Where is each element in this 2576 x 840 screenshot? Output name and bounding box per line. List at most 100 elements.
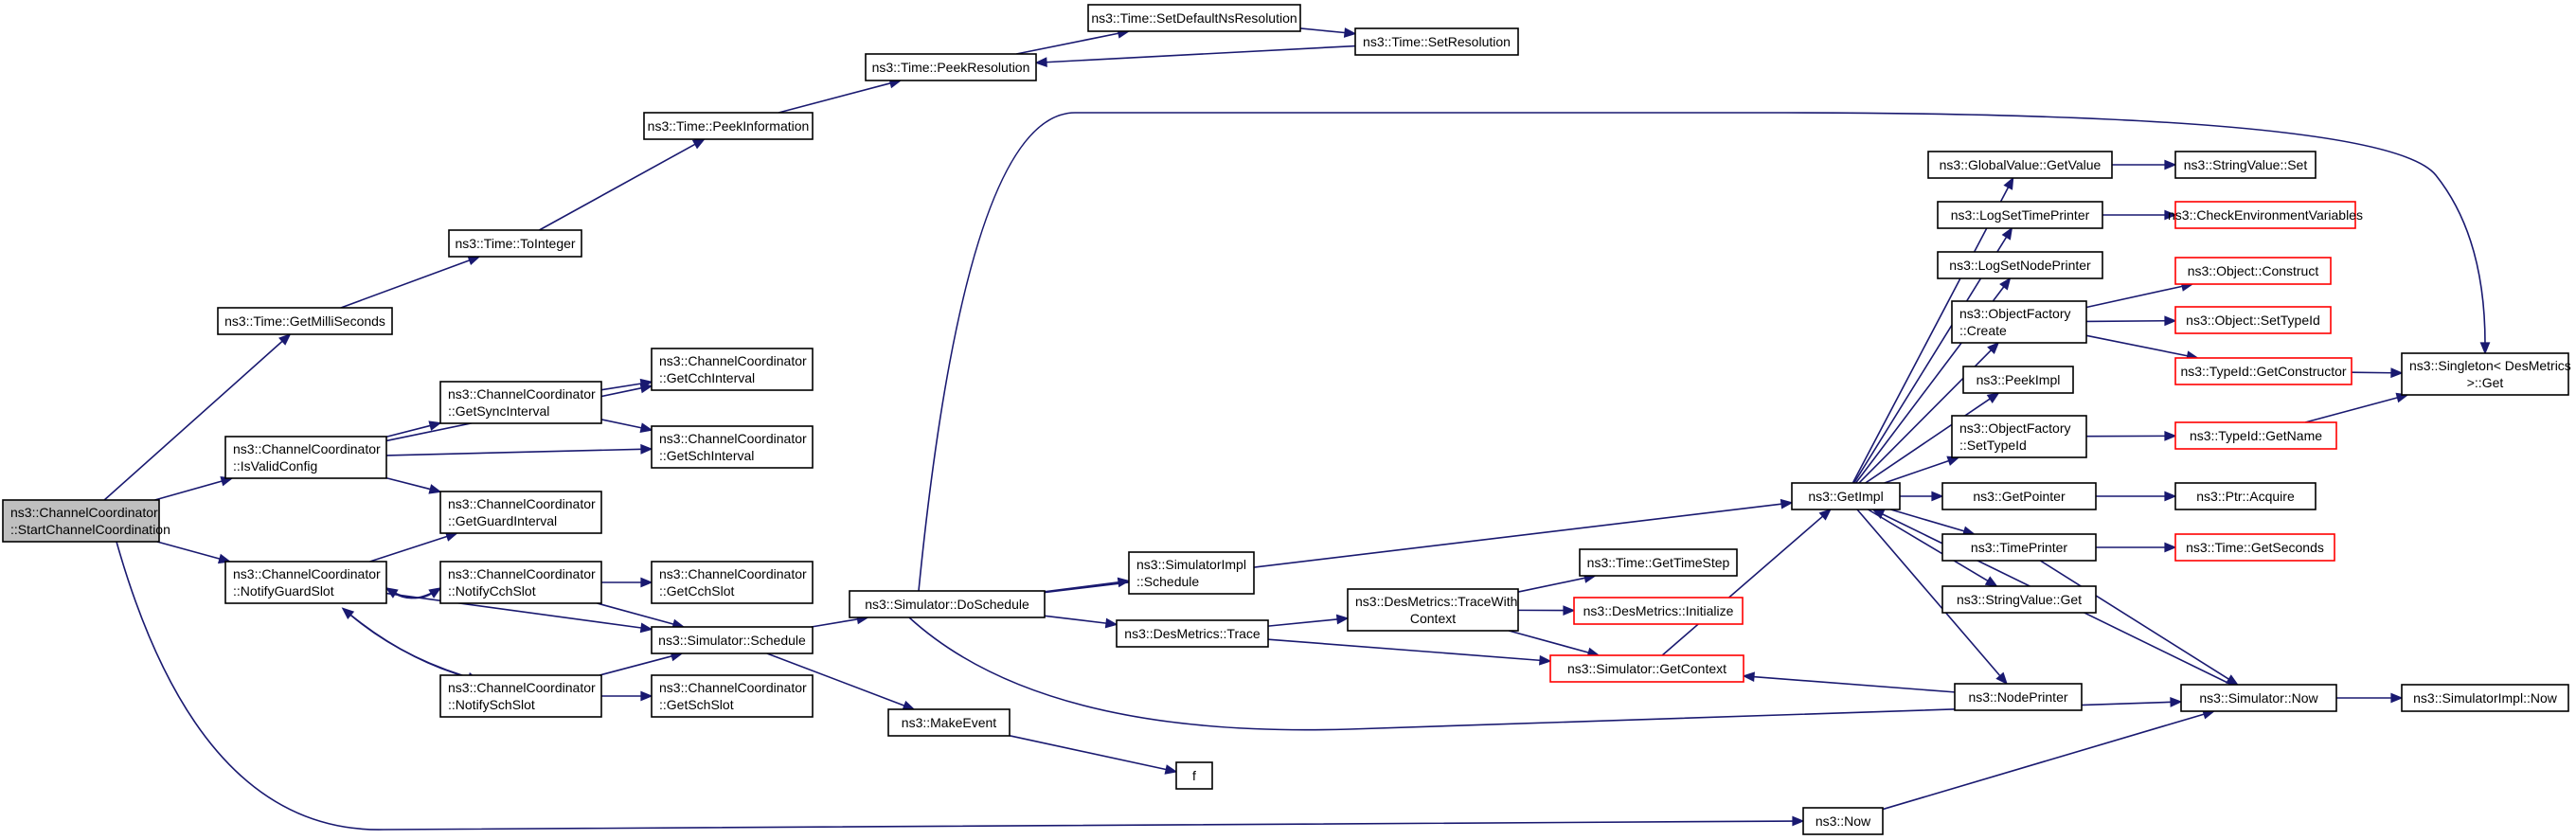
edge-line	[342, 607, 471, 679]
node-f[interactable]: f	[1175, 761, 1213, 790]
edge-line	[1890, 509, 1966, 532]
node-objsettid[interactable]: ns3::Object::SetTypeId	[2174, 306, 2332, 334]
edge-notguard-to-getguard	[369, 531, 459, 563]
arrowhead	[1984, 576, 1998, 587]
node-getschi[interactable]: ns3::ChannelCoordinator::GetSchInterval	[651, 425, 814, 469]
node-label: ns3::Simulator::GetContext	[1567, 661, 1726, 676]
edge-line	[1299, 27, 1347, 34]
node-label: ::NotifySchSlot	[448, 697, 535, 712]
arrowhead	[1117, 577, 1131, 588]
node-ptracq[interactable]: ns3::Ptr::Acquire	[2174, 482, 2317, 510]
node-label: ns3::Object::Construct	[2188, 263, 2319, 278]
arrowhead	[1343, 27, 1357, 38]
node-getguard[interactable]: ns3::ChannelCoordinator::GetGuardInterva…	[439, 491, 602, 534]
node-lognode[interactable]: ns3::LogSetNodePrinter	[1937, 251, 2103, 279]
edge-line	[1009, 735, 1168, 771]
edge-isvalid-to-getschi	[385, 443, 653, 456]
node-gvget[interactable]: ns3::GlobalValue::GetValue	[1927, 151, 2113, 179]
node-label: ns3::Time::SetDefaultNsResolution	[1091, 10, 1297, 26]
edge-line	[385, 424, 432, 438]
edge-line	[1865, 397, 1992, 484]
node-box	[849, 590, 1046, 618]
node-makeevent[interactable]: ns3::MakeEvent	[887, 708, 1011, 737]
arrowhead	[2001, 226, 2013, 241]
node-label: ns3::MakeEvent	[902, 715, 996, 730]
node-destrace[interactable]: ns3::DesMetrics::Trace	[1116, 619, 1269, 648]
node-svget[interactable]: ns3::StringValue::Get	[1941, 585, 2097, 614]
edge-getimpl-to-timeprinter	[1890, 509, 1977, 536]
node-toint[interactable]: ns3::Time::ToInteger	[448, 229, 582, 258]
node-label: ns3::Ptr::Acquire	[2196, 489, 2295, 504]
edge-peekinfo-to-peekres	[778, 78, 903, 114]
node-box	[1951, 300, 2087, 344]
node-svset[interactable]: ns3::StringValue::Set	[2174, 151, 2317, 179]
node-label: ns3::PeekImpl	[1977, 372, 2061, 387]
node-gettimestep[interactable]: ns3::Time::GetTimeStep	[1579, 548, 1738, 577]
edge-tidcons-to-singleton	[2351, 367, 2404, 379]
node-implnow[interactable]: ns3::SimulatorImpl::Now	[2401, 684, 2569, 712]
node-objcons[interactable]: ns3::Object::Construct	[2174, 257, 2332, 285]
edge-line	[349, 614, 479, 682]
arrowhead	[639, 422, 653, 433]
node-dosched[interactable]: ns3::Simulator::DoSchedule	[849, 590, 1046, 618]
node-peekres[interactable]: ns3::Time::PeekResolution	[865, 53, 1037, 81]
node-label: ns3::ChannelCoordinator	[10, 505, 158, 520]
node-getptr[interactable]: ns3::GetPointer	[1941, 482, 2097, 510]
edge-line	[597, 602, 675, 626]
arrowhead	[1164, 764, 1178, 775]
node-singleton[interactable]: ns3::Singleton< DesMetrics>::Get	[2401, 352, 2571, 396]
node-label: ns3::Time::ToInteger	[455, 236, 575, 251]
node-peekinfo[interactable]: ns3::Time::PeekInformation	[643, 112, 814, 140]
arrowhead	[2390, 367, 2404, 379]
node-label: ::GetCchSlot	[659, 583, 734, 599]
node-notsch[interactable]: ns3::ChannelCoordinator::NotifySchSlot	[439, 674, 602, 718]
arrowhead	[1818, 508, 1832, 521]
node-simsched[interactable]: ns3::Simulator::Schedule	[651, 626, 814, 654]
edge-line	[811, 617, 859, 628]
node-checkenv[interactable]: ns3::CheckEnvironmentVariables	[2168, 201, 2363, 229]
edge-line	[103, 340, 284, 501]
node-setres[interactable]: ns3::Time::SetResolution	[1354, 27, 1519, 56]
node-isvalid[interactable]: ns3::ChannelCoordinator::IsValidConfig	[224, 436, 387, 479]
node-box	[1941, 533, 2097, 562]
node-label: ns3::Time::GetMilliSeconds	[224, 313, 385, 329]
edge-dosched-to-destrace	[1044, 615, 1118, 629]
node-desinit[interactable]: ns3::DesMetrics::Initialize	[1573, 597, 1744, 625]
node-tidname[interactable]: ns3::TypeId::GetName	[2174, 421, 2337, 450]
node-box	[1941, 482, 2097, 510]
node-ofcreate[interactable]: ns3::ObjectFactory::Create	[1951, 300, 2087, 344]
node-box	[2180, 684, 2337, 712]
node-peekimpl[interactable]: ns3::PeekImpl	[1962, 366, 2074, 394]
node-box	[1802, 807, 1884, 835]
node-box	[2401, 684, 2569, 712]
node-getms[interactable]: ns3::Time::GetMilliSeconds	[217, 307, 393, 335]
node-timeprinter[interactable]: ns3::TimePrinter	[1941, 533, 2097, 562]
node-getschs[interactable]: ns3::ChannelCoordinator::GetSchSlot	[651, 674, 814, 718]
node-nodeprinter[interactable]: ns3::NodePrinter	[1954, 683, 2083, 711]
edge-line	[1044, 615, 1108, 625]
node-setdef[interactable]: ns3::Time::SetDefaultNsResolution	[1087, 4, 1301, 32]
node-getcchi[interactable]: ns3::ChannelCoordinator::GetCchInterval	[651, 348, 814, 391]
node-getimpl[interactable]: ns3::GetImpl	[1791, 482, 1901, 510]
node-notguard[interactable]: ns3::ChannelCoordinator::NotifyGuardSlot	[224, 561, 387, 604]
node-tidcons[interactable]: ns3::TypeId::GetConstructor	[2174, 357, 2352, 385]
node-getsec[interactable]: ns3::Time::GetSeconds	[2174, 533, 2335, 562]
node-label: ns3::ChannelCoordinator	[659, 431, 807, 446]
node-box	[887, 708, 1011, 737]
node-label: ns3::Now	[1816, 813, 1871, 829]
node-getcchs[interactable]: ns3::ChannelCoordinator::GetCchSlot	[651, 561, 814, 604]
node-label: ns3::TimePrinter	[1971, 540, 2068, 555]
node-getctx[interactable]: ns3::Simulator::GetContext	[1549, 654, 1744, 683]
node-implsched[interactable]: ns3::SimulatorImpl::Schedule	[1128, 551, 1255, 595]
node-logtime[interactable]: ns3::LogSetTimePrinter	[1937, 201, 2103, 229]
edge-line	[2351, 371, 2393, 374]
node-simnow[interactable]: ns3::Simulator::Now	[2180, 684, 2337, 712]
node-notcch[interactable]: ns3::ChannelCoordinator::NotifyCchSlot	[439, 561, 602, 604]
node-getsync[interactable]: ns3::ChannelCoordinator::GetSyncInterval	[439, 381, 602, 424]
node-now[interactable]: ns3::Now	[1802, 807, 1884, 835]
node-box	[1354, 27, 1519, 56]
node-ofsettid[interactable]: ns3::ObjectFactory::SetTypeId	[1951, 415, 2087, 458]
edge-ofcreate-to-tidcons	[2085, 334, 2200, 361]
edge-getimpl-to-svget	[1868, 509, 1998, 587]
